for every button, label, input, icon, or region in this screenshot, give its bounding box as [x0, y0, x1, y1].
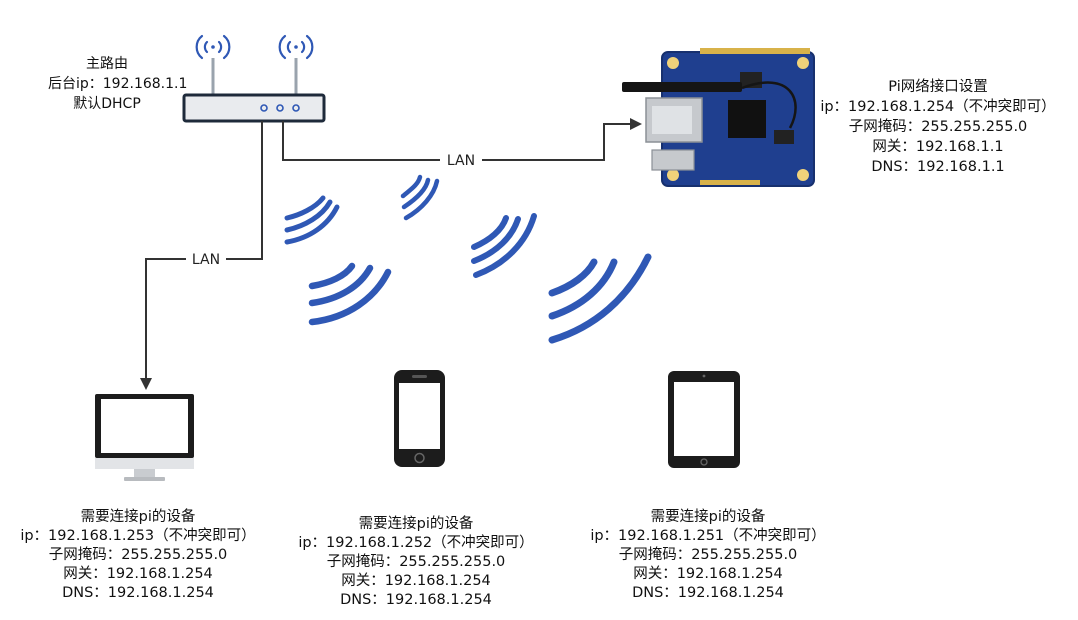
device-label-line: 子网掩码：255.255.255.0	[48, 547, 228, 563]
pi-settings-line: 子网掩码：255.255.255.0	[848, 119, 1028, 135]
device-label-line: 子网掩码：255.255.255.0	[326, 554, 506, 570]
monitor-icon	[95, 394, 194, 481]
lan-label-router-pi: LAN	[447, 153, 475, 169]
pi-settings-line: 网关：192.168.1.1	[872, 139, 1004, 155]
wifi-waves	[284, 174, 652, 344]
device-label-line: DNS：192.168.1.254	[340, 592, 492, 608]
arrow-head-pi	[630, 118, 642, 130]
lan-wire-router-pc	[145, 121, 263, 380]
device-label-line: 需要连接pi的设备	[80, 509, 196, 525]
device-label-line: ip：192.168.1.252（不冲突即可）	[298, 535, 534, 551]
device-label-line: 需要连接pi的设备	[358, 516, 474, 532]
router-label-line: 主路由	[86, 56, 128, 72]
pi-board-icon	[622, 48, 815, 187]
phone-icon	[394, 370, 445, 467]
pi-settings-line: Pi网络接口设置	[888, 79, 988, 95]
router-label: 主路由 后台ip：192.168.1.1 默认DHCP	[48, 54, 188, 114]
lan-label-router-pc: LAN	[192, 252, 220, 268]
wifi-signal-icon	[195, 34, 314, 60]
device-label-phone: 需要连接pi的设备 ip：192.168.1.252（不冲突即可） 子网掩码：2…	[284, 515, 548, 610]
device-label-line: DNS：192.168.1.254	[632, 585, 784, 601]
router-label-line: 默认DHCP	[73, 96, 141, 112]
device-label-line: 网关：192.168.1.254	[341, 573, 491, 589]
pi-settings-line: DNS：192.168.1.1	[871, 159, 1005, 175]
device-label-line: 需要连接pi的设备	[650, 509, 766, 525]
device-label-line: 网关：192.168.1.254	[633, 566, 783, 582]
arrow-head-pc	[140, 378, 152, 390]
pi-settings-label: Pi网络接口设置 ip：192.168.1.254（不冲突即可） 子网掩码：25…	[808, 77, 1068, 177]
device-label-line: DNS：192.168.1.254	[62, 585, 214, 601]
router-label-line: 后台ip：192.168.1.1	[48, 76, 188, 92]
device-label-line: 网关：192.168.1.254	[63, 566, 213, 582]
device-label-line: ip：192.168.1.253（不冲突即可）	[20, 528, 256, 544]
pi-settings-line: ip：192.168.1.254（不冲突即可）	[820, 99, 1056, 115]
device-label-tablet: 需要连接pi的设备 ip：192.168.1.251（不冲突即可） 子网掩码：2…	[576, 508, 840, 603]
router-icon	[182, 58, 326, 123]
device-label-line: 子网掩码：255.255.255.0	[618, 547, 798, 563]
device-label-line: ip：192.168.1.251（不冲突即可）	[590, 528, 826, 544]
lan-wire-router-pi	[282, 121, 632, 161]
tablet-icon	[668, 371, 740, 468]
device-label-pc: 需要连接pi的设备 ip：192.168.1.253（不冲突即可） 子网掩码：2…	[12, 508, 264, 603]
